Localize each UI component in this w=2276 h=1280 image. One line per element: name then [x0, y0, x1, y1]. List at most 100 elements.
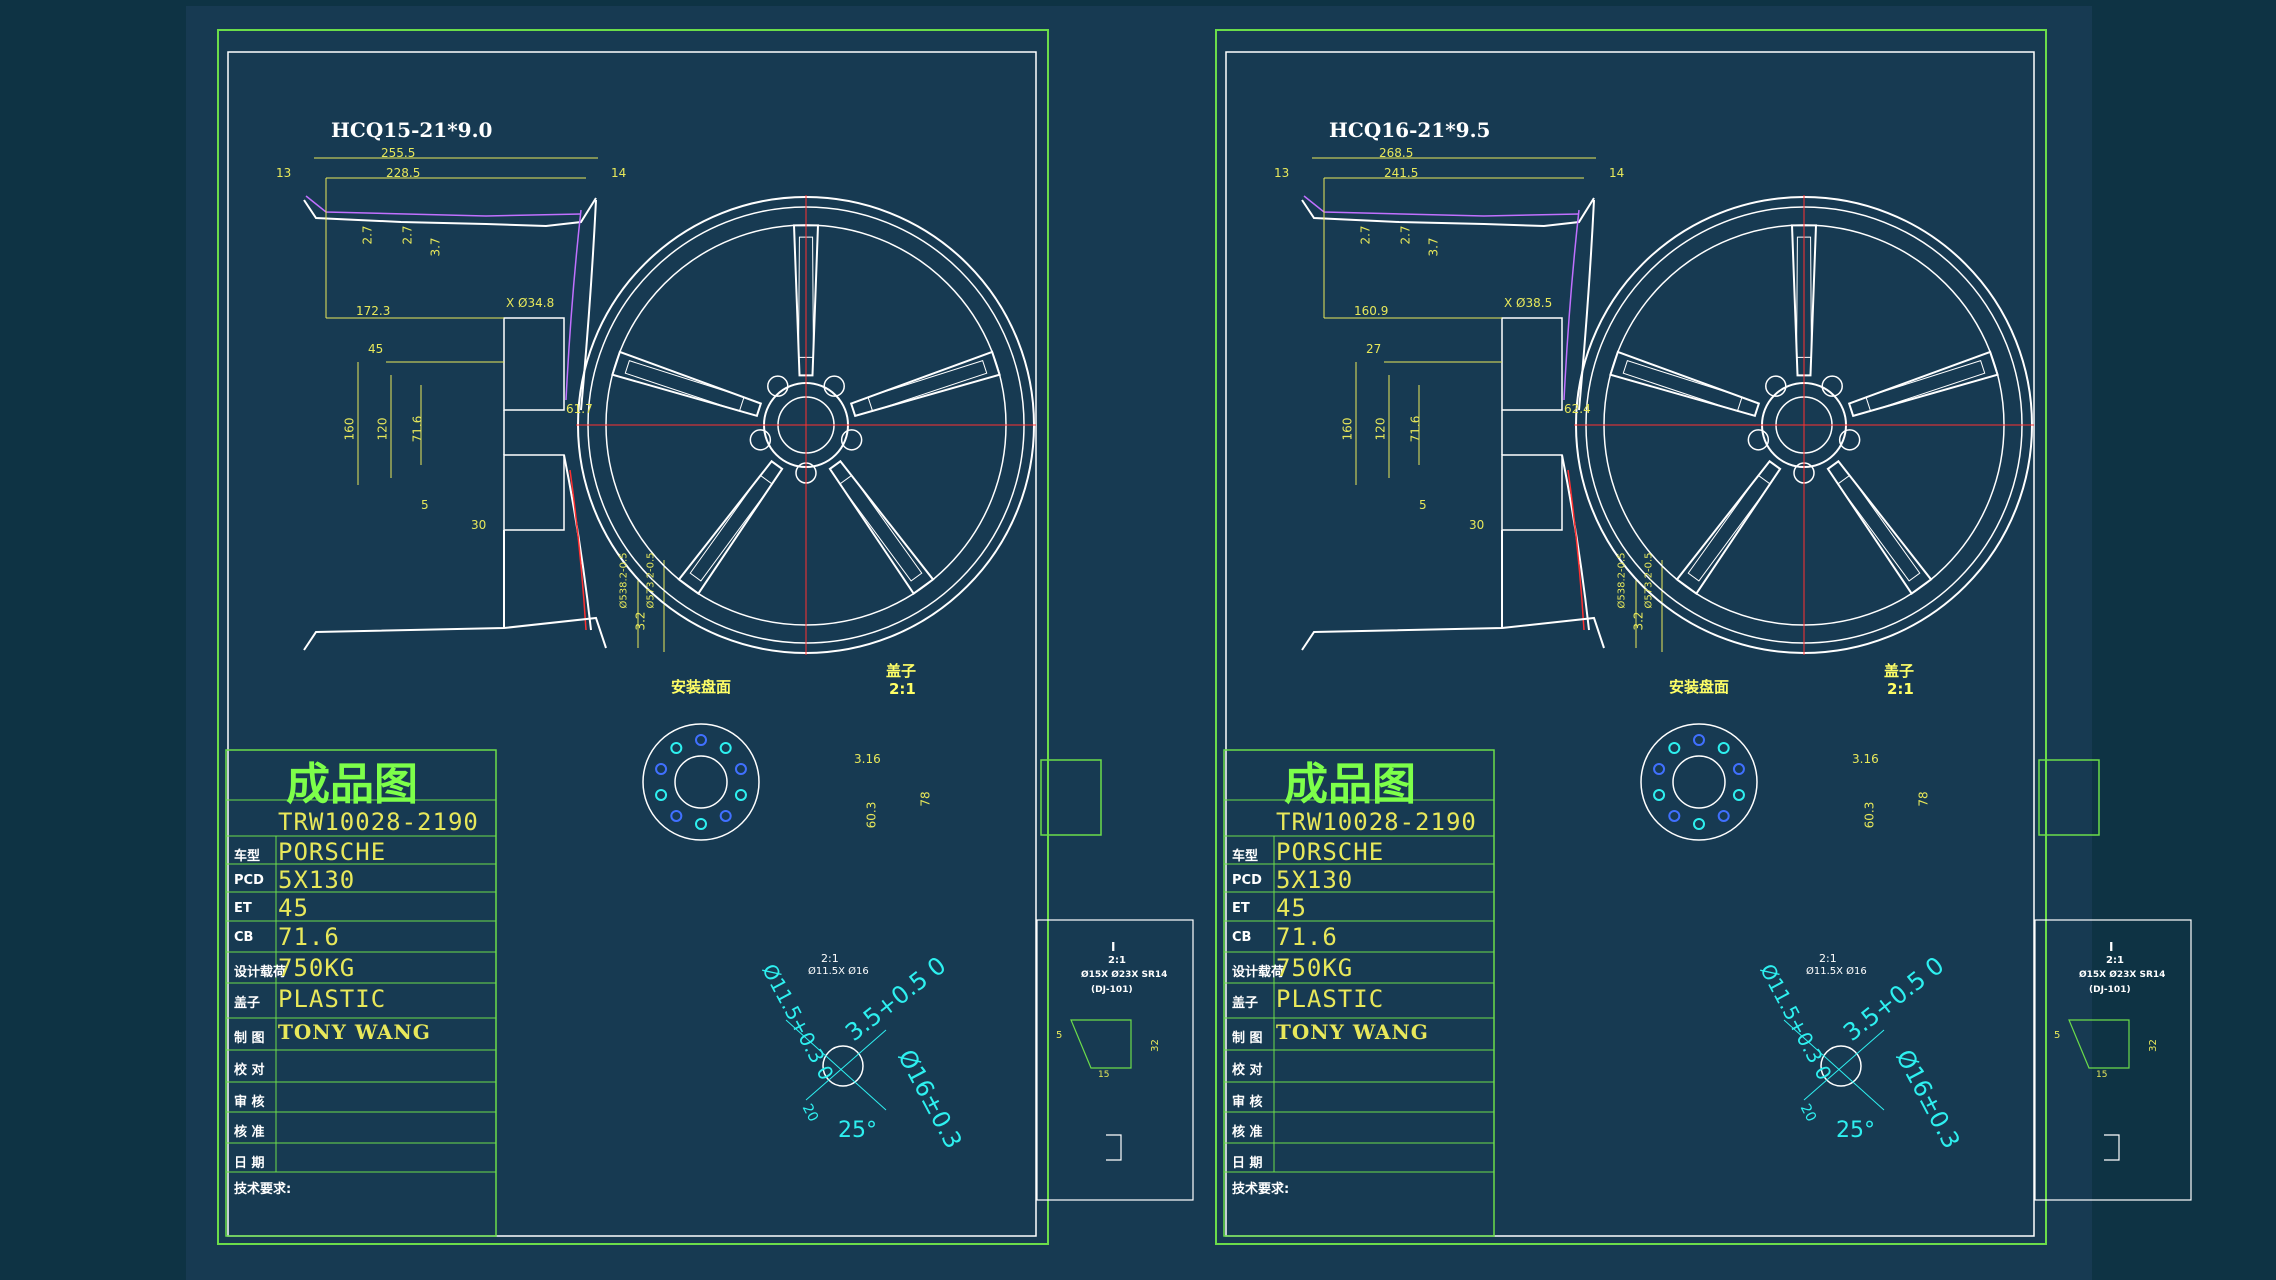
- mount-face-hole: [655, 788, 668, 801]
- title-block-part-no: TRW10028-2190: [1276, 808, 1477, 836]
- wheel-spoke-pocket: [1796, 236, 1812, 358]
- mount-face-hole: [1693, 734, 1705, 746]
- hole-detail-axis2: [805, 1029, 887, 1101]
- dim-pcd-inner-label: 120: [1373, 417, 1388, 441]
- title-block-row-label: CB: [234, 930, 254, 945]
- lug-hole: [749, 429, 772, 451]
- caption-mount-face: 安装盘面: [671, 678, 732, 696]
- lug-hole: [767, 375, 789, 397]
- rim-top-section: [305, 195, 582, 217]
- wheel-spoke: [611, 350, 763, 418]
- dim-bore-label: X Ø34.8: [506, 296, 555, 310]
- title-block-row-value: PORSCHE: [278, 838, 387, 866]
- detail-box-a: 5: [1056, 1030, 1063, 1041]
- detail-box-title: I: [2109, 940, 2114, 954]
- mount-face-hole: [655, 763, 668, 776]
- spoke-outer-curve: [580, 199, 597, 411]
- wheel-spoke-pocket: [624, 360, 745, 412]
- title-block-frame: [1223, 749, 1495, 1237]
- spoke-section-curve: [565, 209, 582, 401]
- title-block-row-label: CB: [1232, 930, 1252, 945]
- dim-wall-a-label: 2.7: [360, 225, 375, 245]
- rim-cross-section: [303, 157, 665, 652]
- detail-box-frame: [1036, 919, 1194, 1201]
- dim-bore-label: X Ø38.5: [1504, 296, 1553, 310]
- hole-detail-circle: [822, 1045, 864, 1087]
- caption-cap-scale: 2:1: [889, 680, 916, 698]
- detail-box-spec: Ø15X Ø23X SR14: [1081, 970, 1168, 980]
- title-block-tech-req: 技术要求:: [1232, 1182, 1290, 1197]
- rim-top-profile: [1301, 197, 1595, 228]
- wheel-code: HCQ15-21*9.0: [331, 118, 493, 142]
- hole-detail-view: [785, 1019, 887, 1111]
- title-block-row-value: PLASTIC: [1276, 985, 1385, 1013]
- detail-box-b: 32: [1149, 1039, 1161, 1052]
- caption-mount-face: 安装盘面: [1669, 678, 1730, 696]
- mount-face-hole: [1653, 763, 1666, 776]
- dim-dia-b-label: Ø573.2-0.5: [1643, 552, 1655, 609]
- cap-dim-b: 78: [1916, 791, 1931, 807]
- mount-face-hole: [1732, 788, 1745, 801]
- dim-cb-label: 71.6: [410, 415, 425, 443]
- title-block-heading: 成品图: [286, 759, 418, 810]
- detail-box-note: (DJ-101): [2089, 985, 2131, 995]
- wheel-spoke-pocket: [1865, 360, 1986, 412]
- title-block-row-label: 审 核: [234, 1095, 265, 1110]
- dim-overall-width-label: 255.5: [381, 146, 416, 160]
- dim-cb-label: 71.6: [1408, 415, 1423, 443]
- hole-detail-spec: Ø11.5X Ø16: [808, 966, 869, 977]
- dim-wall-c-label: 3.7: [1426, 237, 1441, 257]
- wheel-spoke: [1790, 224, 1818, 377]
- wheel-face: [576, 195, 1036, 655]
- title-block-row-label: 车型: [1232, 849, 1259, 864]
- mount-face-hole: [734, 788, 747, 801]
- caption-cap: 盖子: [886, 662, 917, 680]
- detail-box-shape: [2068, 1019, 2130, 1069]
- mount-face-hole: [695, 818, 707, 830]
- lug-hole: [1747, 429, 1770, 451]
- hub-lower: [1501, 454, 1563, 531]
- wheel-spoke: [1609, 350, 1761, 418]
- title-block-frame: [225, 749, 497, 1237]
- rim-bottom-profile: [1301, 616, 1605, 651]
- mount-face-hole: [1693, 818, 1705, 830]
- title-block-row-value: 750KG: [278, 954, 356, 982]
- wheel-spoke-pocket: [867, 360, 988, 412]
- wheel-spoke: [849, 350, 1001, 418]
- hub-upper: [1501, 317, 1563, 411]
- dim-wall-a-label: 2.7: [1358, 225, 1373, 245]
- sheets-area: [186, 6, 2092, 1280]
- mount-face-outer: [642, 723, 760, 841]
- title-block-row-value: TONY WANG: [278, 1020, 431, 1044]
- hole-detail-view: [1783, 1019, 1885, 1111]
- detail-box-spec: Ø15X Ø23X SR14: [2079, 970, 2166, 980]
- sheet-outer-frame: [217, 29, 1049, 1245]
- sheet-inner-frame: [1225, 51, 2035, 1237]
- hole-detail-scale: 2:1: [821, 952, 839, 965]
- detail-box-title: I: [1111, 940, 1116, 954]
- title-block-row-label: ET: [1232, 901, 1250, 916]
- detail-box: [2034, 919, 2192, 1201]
- wheel-code: HCQ16-21*9.5: [1329, 118, 1491, 142]
- dim-hub-height-label: 62.4: [1564, 402, 1591, 416]
- dim-wall-b-label: 2.7: [400, 225, 415, 245]
- title-block-row-label: 盖子: [234, 996, 261, 1011]
- rim-top-section: [1303, 195, 1580, 217]
- wheel-spoke-pocket: [689, 474, 774, 582]
- title-block-row-value: 71.6: [1276, 923, 1338, 951]
- title-block-row-value: 45: [278, 894, 309, 922]
- mount-face-hole: [1668, 742, 1681, 755]
- dim-pcd-label: 160: [342, 417, 357, 441]
- title-block-row-value: TONY WANG: [1276, 1020, 1429, 1044]
- mount-face-hole: [734, 763, 747, 776]
- mount-face-hole: [1653, 788, 1666, 801]
- title-block-row-label: ET: [234, 901, 252, 916]
- hole-detail-axis: [785, 1019, 887, 1111]
- title-block-row-label: 校 对: [234, 1063, 265, 1078]
- dim-left-flange-label: 13: [1274, 166, 1290, 180]
- lug-hole: [1821, 375, 1843, 397]
- cap-dim-c: 60.3: [864, 801, 879, 829]
- dim-pcd-inner-label: 120: [375, 417, 390, 441]
- lug-hole: [1838, 429, 1861, 451]
- cap-view: [2038, 759, 2100, 836]
